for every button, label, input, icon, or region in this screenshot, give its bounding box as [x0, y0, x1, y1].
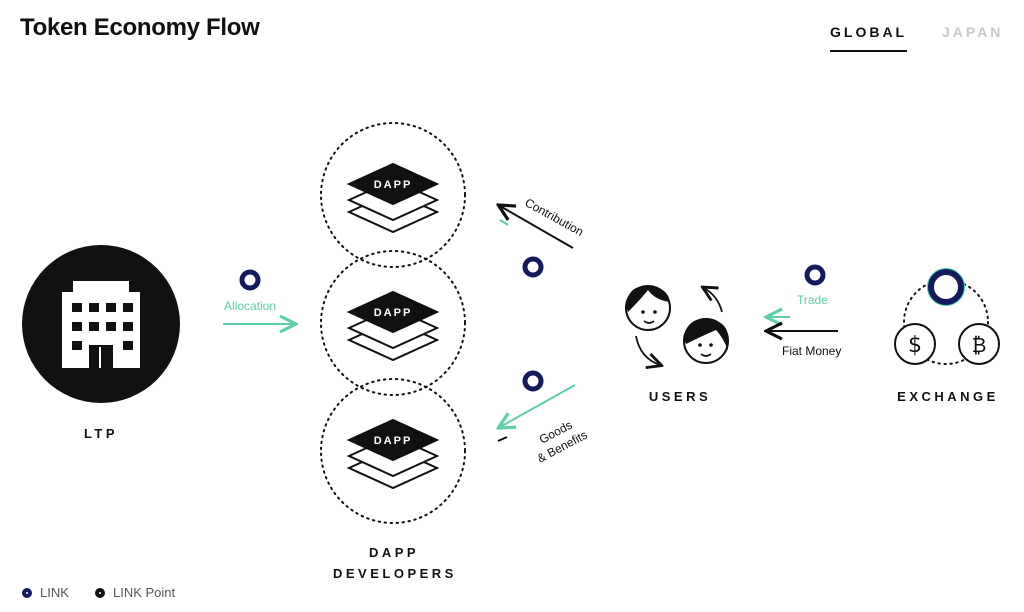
dollar-icon: $ [894, 323, 936, 365]
svg-text:$: $ [908, 333, 922, 358]
page-title: Token Economy Flow [20, 14, 260, 41]
users-exchange-icon [625, 285, 729, 365]
trade-label: Trade [797, 293, 828, 307]
allocation-label: Allocation [224, 299, 276, 313]
bitcoin-icon: ₿ [958, 323, 1000, 365]
dapp-developers-label-line2: DEVELOPERS [333, 566, 457, 581]
link-token-icon [522, 370, 544, 392]
legend-link-point-label: LINK Point [113, 585, 176, 600]
contribution-flow: Contribution [500, 195, 586, 278]
dapp-stack-icon: DAPP [348, 163, 438, 233]
fiat-money-label: Fiat Money [782, 344, 841, 358]
svg-text:DAPP: DAPP [374, 435, 413, 447]
users-label: USERS [648, 389, 712, 404]
svg-text:DAPP: DAPP [374, 307, 413, 319]
svg-text:₿: ₿ [972, 333, 987, 357]
legend-link: LINK [22, 585, 69, 600]
dapp-stack-icon: DAPP [348, 291, 438, 361]
link-token-icon [804, 264, 826, 286]
svg-text:DAPP: DAPP [374, 179, 413, 191]
legend-link-label: LINK [40, 585, 69, 600]
tab-global[interactable]: GLOBAL [830, 24, 908, 52]
link-token-icon [22, 587, 32, 598]
contribution-label: Contribution [523, 195, 586, 239]
link-token-icon [239, 269, 261, 291]
ltp-node [22, 245, 180, 403]
legend-link-point: LINK Point [95, 585, 175, 600]
ltp-label: LTP [83, 426, 119, 441]
allocation-flow [223, 269, 294, 324]
dapp-developers-label-line1: DAPP [368, 545, 420, 560]
trade-flow: Trade Fiat Money [768, 264, 841, 358]
building-icon [62, 281, 140, 368]
exchange-node: $ ₿ [894, 268, 1000, 365]
goods-flow: Goods & Benefits [498, 370, 590, 466]
link-point-icon [95, 587, 105, 598]
tab-japan[interactable]: JAPAN [942, 24, 1004, 40]
dapp-cluster: DAPP DAPP DAPP [320, 122, 466, 524]
link-token-icon [522, 256, 544, 278]
exchange-label: EXCHANGE [897, 389, 999, 404]
dapp-stack-icon: DAPP [348, 419, 438, 489]
